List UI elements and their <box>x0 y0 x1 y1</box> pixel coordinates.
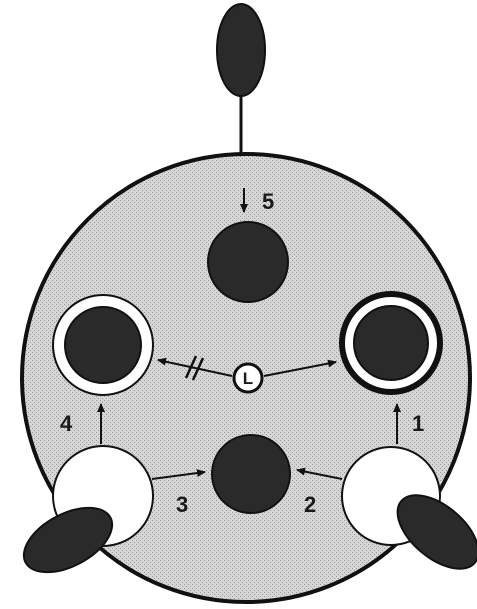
ligand-label: L <box>243 369 253 388</box>
label-3: 3 <box>176 492 188 517</box>
label-4: 4 <box>60 411 73 436</box>
top-center-dark-circle <box>208 222 288 302</box>
left-ring-inner <box>65 307 141 383</box>
right-ring-inner <box>354 306 428 380</box>
label-5: 5 <box>262 189 274 214</box>
label-2: 2 <box>304 492 316 517</box>
top-probe-oval <box>217 4 265 96</box>
label-1: 1 <box>412 411 424 436</box>
bottom-center-dark-circle <box>212 435 290 513</box>
